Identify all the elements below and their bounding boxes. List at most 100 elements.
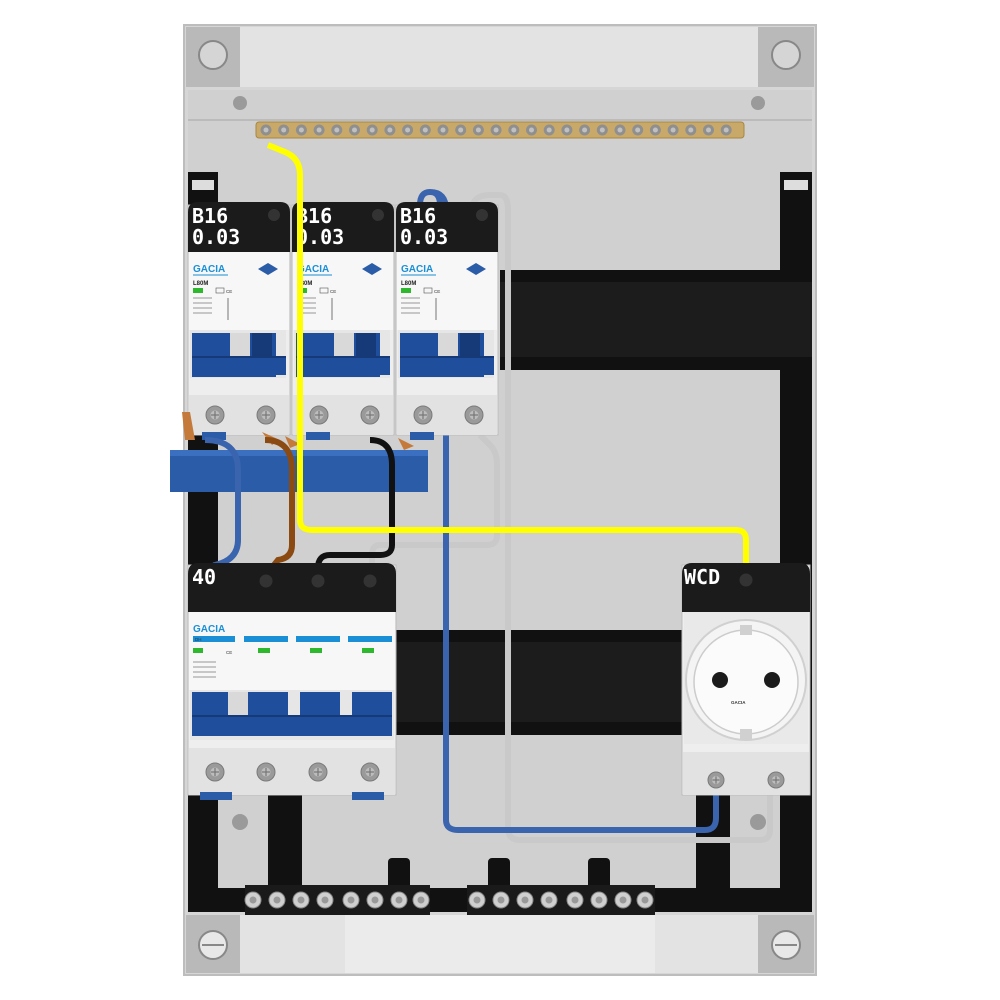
screw-icon (508, 124, 520, 136)
screw-icon (366, 124, 378, 136)
status-indicator (401, 288, 411, 293)
screw-icon (268, 891, 286, 909)
screw-icon (750, 814, 766, 830)
screw-icon (311, 574, 325, 588)
screw-icon (614, 124, 626, 136)
screw-icon (419, 124, 431, 136)
screw-icon (468, 891, 486, 909)
top-cover-strip (240, 27, 758, 87)
screw-icon (685, 124, 697, 136)
screw-icon (256, 405, 276, 425)
screw-icon (390, 891, 408, 909)
screw-icon (590, 891, 608, 909)
screw-icon (455, 124, 467, 136)
screw-icon (543, 124, 555, 136)
screw-icon (703, 124, 714, 136)
mounting-hole-icon (758, 27, 814, 87)
screw-icon (751, 96, 765, 110)
screw-icon (295, 124, 307, 136)
ce-mark-icon: CE (226, 650, 232, 655)
pole-indicator (244, 636, 288, 642)
breaker-top-cap (292, 202, 394, 252)
socket-pin-hole (764, 672, 780, 688)
wire-neutral-blue (417, 188, 719, 833)
screw-icon (402, 124, 414, 136)
switch-top-cap (188, 563, 396, 612)
status-indicator (193, 648, 203, 653)
brand-name: GACIA (193, 264, 225, 275)
screw-icon (233, 96, 247, 110)
screw-icon (472, 124, 484, 136)
screw-icon (464, 405, 484, 425)
screw-icon (372, 209, 384, 221)
status-indicator (193, 288, 203, 293)
switch-model: DH (195, 637, 202, 642)
screw-icon (260, 124, 272, 136)
screw-icon (516, 891, 534, 909)
screw-icon (232, 814, 248, 830)
brand-name: GACIA (297, 264, 329, 275)
breaker-trip-current: 0.03 (192, 225, 240, 249)
screw-icon (259, 574, 273, 588)
toggle-bar[interactable] (192, 716, 392, 736)
screw-icon (278, 124, 290, 136)
earth-busbar (255, 121, 745, 139)
screw-icon (492, 891, 510, 909)
screw-icon (360, 405, 380, 425)
earth-clip (740, 625, 752, 635)
breaker-rating: B16 (192, 204, 228, 228)
ce-mark-icon: CE (226, 289, 232, 294)
screw-icon (614, 891, 632, 909)
screw-icon (292, 891, 310, 909)
socket-pin-hole (712, 672, 728, 688)
socket-label: WCD (684, 565, 720, 589)
mounting-hole-icon (186, 915, 240, 973)
brand-diamond-icon (362, 263, 382, 275)
screw-icon (632, 124, 644, 136)
screw-icon (579, 124, 591, 136)
breaker-model: L80M (401, 281, 416, 287)
main-switch-rating: 40 (192, 565, 216, 589)
wire-neutral-blue-short (204, 437, 241, 577)
screw-icon (596, 124, 608, 136)
screw-icon (412, 891, 430, 909)
screw-icon (767, 771, 785, 789)
mounting-hole-icon (758, 915, 814, 973)
screw-icon (205, 762, 225, 782)
screw-icon (566, 891, 584, 909)
breaker-model: L80M (193, 281, 208, 287)
screw-icon (309, 405, 329, 425)
screw-icon (413, 405, 433, 425)
screw-icon (256, 762, 276, 782)
mounting-hole-icon (186, 27, 240, 87)
screw-icon (720, 124, 732, 136)
status-indicator (362, 648, 374, 653)
screw-icon (366, 891, 384, 909)
screw-icon (316, 891, 334, 909)
brand-diamond-icon (466, 263, 486, 275)
screw-icon (649, 124, 661, 136)
screw-icon (476, 209, 488, 221)
screw-icon (360, 762, 380, 782)
screw-icon (437, 124, 449, 136)
breaker-top-cap (188, 202, 290, 252)
breaker-top-cap (396, 202, 498, 252)
screw-icon (342, 891, 360, 909)
breaker-trip-current: 0.03 (296, 225, 344, 249)
screw-icon (739, 573, 753, 587)
status-indicator (310, 648, 322, 653)
wire-live-yellow (266, 142, 749, 575)
screw-icon (561, 124, 573, 136)
screw-icon (490, 124, 502, 136)
screw-icon (667, 124, 679, 136)
breaker-trip-current: 0.03 (400, 225, 448, 249)
wire-brown (263, 437, 295, 577)
socket-top-cap (682, 563, 810, 612)
screw-icon (636, 891, 654, 909)
